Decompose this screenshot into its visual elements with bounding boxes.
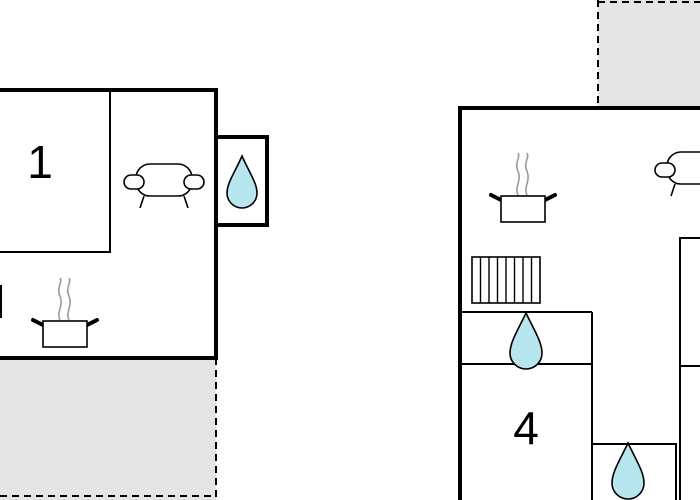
room-label-1: 1 <box>27 136 53 188</box>
right-unit-walls <box>458 106 700 500</box>
radiator-icon <box>471 256 541 304</box>
room-label-4: 4 <box>513 402 539 454</box>
water-drop-icon <box>611 441 645 500</box>
water-drop-icon <box>226 154 258 209</box>
outdoor-area-left <box>0 358 217 500</box>
cooking-pot-icon <box>489 152 557 223</box>
water-drop-icon <box>509 311 543 370</box>
sofa-icon <box>123 163 205 209</box>
sofa-icon <box>654 151 700 197</box>
outdoor-area-right <box>597 0 700 108</box>
left-unit-walls <box>0 88 269 360</box>
cooking-pot-icon <box>31 277 99 348</box>
